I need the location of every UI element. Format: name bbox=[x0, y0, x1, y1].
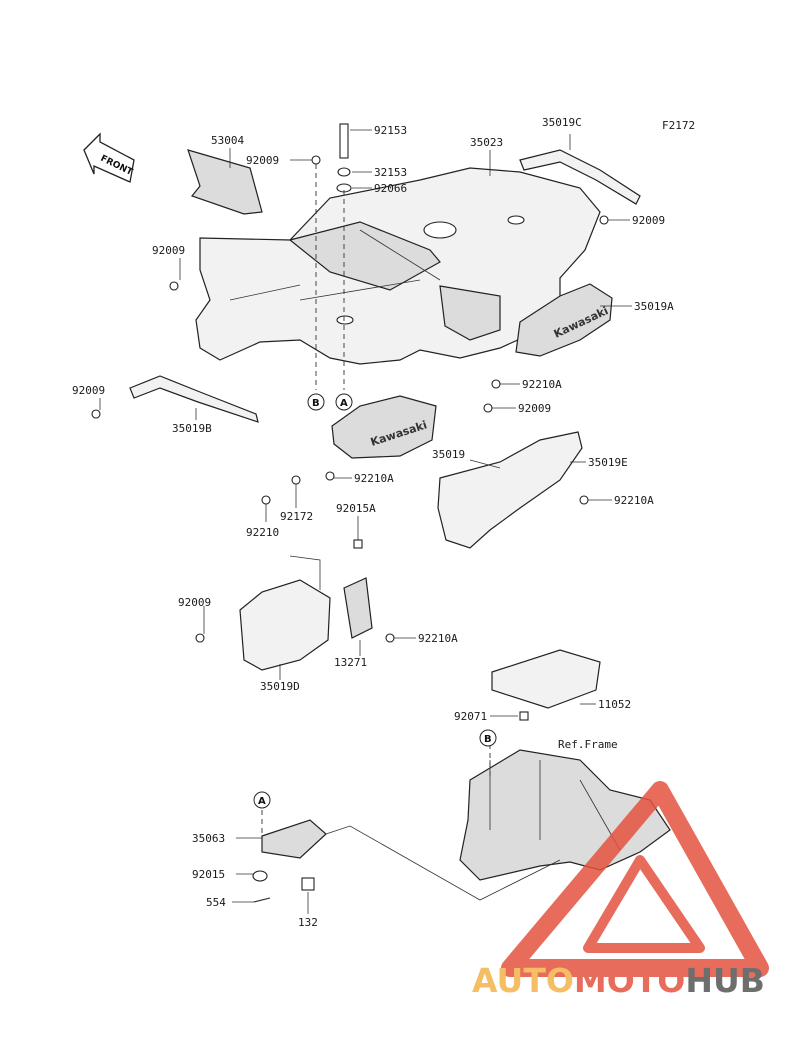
ref-circle-b-frame: B bbox=[479, 729, 497, 747]
label-35019: 35019 bbox=[432, 448, 465, 461]
ref-circle-a-top: A bbox=[335, 393, 353, 411]
side-cover-center: Kawasaki bbox=[331, 395, 437, 459]
label-92009-left: 92009 bbox=[152, 244, 185, 257]
label-35019B: 35019B bbox=[172, 422, 212, 435]
hardware bbox=[91, 123, 609, 903]
tray-11052 bbox=[491, 649, 601, 709]
watermark-word-moto: MOTO bbox=[574, 961, 685, 1000]
watermark-triangle-icon bbox=[501, 781, 769, 977]
rear-fender-35023 bbox=[195, 167, 601, 365]
watermark-word-auto: AUTO bbox=[472, 961, 574, 1000]
svg-text:A: A bbox=[258, 796, 266, 807]
label-32153: 32153 bbox=[374, 166, 407, 179]
label-92071: 92071 bbox=[454, 710, 487, 723]
inner-guard-35019D bbox=[239, 579, 331, 671]
rail-35019C bbox=[519, 149, 641, 205]
label-53004: 53004 bbox=[211, 134, 244, 147]
rail-35019B bbox=[129, 375, 259, 423]
figure-code: F2172 bbox=[662, 119, 695, 132]
watermark-word-hub: HUB bbox=[685, 961, 765, 1000]
label-92210A-d: 92210A bbox=[418, 632, 458, 645]
label-ref-frame: Ref.Frame bbox=[558, 738, 618, 751]
label-35019C: 35019C bbox=[542, 116, 582, 129]
label-35019E: 35019E bbox=[588, 456, 628, 469]
watermark-logo: AUTOMOTOHUB bbox=[472, 781, 769, 1000]
label-92009-right: 92009 bbox=[632, 214, 665, 227]
bracket-35063 bbox=[261, 819, 327, 859]
label-92015: 92015 bbox=[192, 868, 225, 881]
label-35019A: 35019A bbox=[634, 300, 674, 313]
front-direction-arrow: FRONT bbox=[83, 132, 135, 183]
pad-53004 bbox=[187, 149, 263, 215]
label-554: 554 bbox=[206, 896, 226, 909]
label-92009-mid: 92009 bbox=[518, 402, 551, 415]
label-35019D: 35019D bbox=[260, 680, 300, 693]
label-35063: 35063 bbox=[192, 832, 225, 845]
label-92153: 92153 bbox=[374, 124, 407, 137]
label-35023: 35023 bbox=[470, 136, 503, 149]
ref-circle-b-top: B bbox=[307, 393, 325, 411]
label-92210A-e: 92210A bbox=[614, 494, 654, 507]
label-132: 132 bbox=[298, 916, 318, 929]
svg-text:B: B bbox=[484, 734, 492, 745]
label-92172: 92172 bbox=[280, 510, 313, 523]
label-92009-fl: 92009 bbox=[72, 384, 105, 397]
label-92210A-right: 92210A bbox=[522, 378, 562, 391]
svg-text:A: A bbox=[340, 398, 348, 409]
label-92210A-center: 92210A bbox=[354, 472, 394, 485]
label-13271: 13271 bbox=[334, 656, 367, 669]
label-92066: 92066 bbox=[374, 182, 407, 195]
label-92210: 92210 bbox=[246, 526, 279, 539]
label-92009-top: 92009 bbox=[246, 154, 279, 167]
bracket-13271 bbox=[343, 577, 373, 639]
label-11052: 11052 bbox=[598, 698, 631, 711]
label-92015A: 92015A bbox=[336, 502, 376, 515]
ref-circle-a-bottom: A bbox=[253, 791, 271, 809]
svg-text:B: B bbox=[312, 398, 320, 409]
mud-guard-35019E bbox=[437, 431, 583, 549]
label-92009-d: 92009 bbox=[178, 596, 211, 609]
svg-text:AUTOMOTOHUB: AUTOMOTOHUB bbox=[472, 961, 765, 1000]
